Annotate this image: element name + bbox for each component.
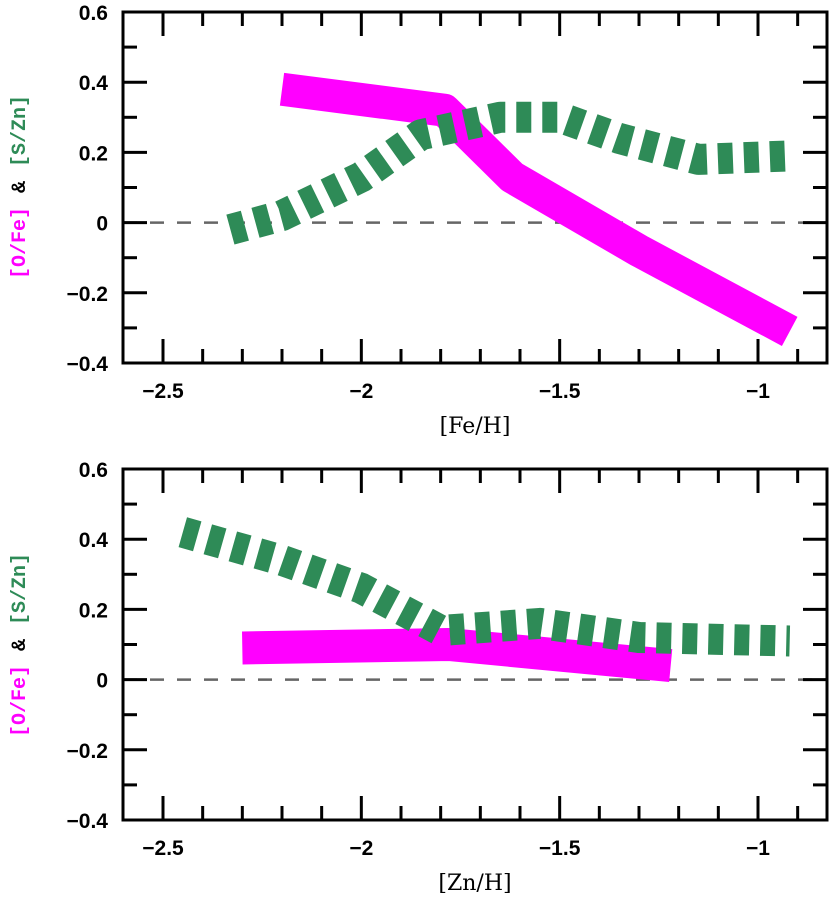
panel-top: −2.5 −2 −1.5 −1 −0.4 −0.2 0 0.2 0.4 0.6 [Fe/H] [O/F… [9, 2, 829, 439]
y-tick-label: −0.2 [67, 740, 108, 763]
x-tick-label: −1 [746, 380, 770, 403]
x-tick-label: −1.5 [539, 837, 581, 860]
y-tick-label: 0.4 [79, 529, 109, 552]
s-zn-band-top [226, 101, 791, 245]
panel-bottom: −2.5 −2 −1.5 −1 −0.4 −0.2 0 0.2 0.4 0.6 [Zn/H] [O/F… [9, 459, 829, 896]
y-tick-label: −0.2 [67, 283, 108, 306]
y-tick-label: −0.4 [67, 810, 109, 833]
y-title-amp: & [9, 639, 32, 651]
y-axis-title: [O/Fe] & [S/Zn] [9, 95, 32, 279]
x-tick-label: −1 [746, 837, 770, 860]
x-axis-title: [Zn/H] [438, 871, 511, 896]
y-tick-label: 0.6 [79, 459, 108, 482]
o-fe-band-top [279, 72, 798, 346]
x-tick-label: −1.5 [539, 380, 581, 403]
y-tick-label: 0.2 [79, 599, 108, 622]
y-title-ofe: [O/Fe] [9, 207, 32, 279]
y-title-szn: [S/Zn] [9, 95, 32, 167]
x-tick-label: −2 [349, 380, 373, 403]
y-tick-label: 0.2 [79, 142, 108, 165]
x-tick-label: −2.5 [142, 380, 184, 403]
x-tick-label: −2.5 [142, 837, 184, 860]
o-fe-band-bottom [242, 628, 673, 683]
y-tick-label: 0.4 [79, 72, 109, 95]
x-tick-label: −2 [349, 837, 373, 860]
y-title-ofe: [O/Fe] [9, 665, 32, 737]
x-axis-title: [Fe/H] [440, 414, 511, 439]
y-title-szn: [S/Zn] [9, 553, 32, 625]
y-title-amp: & [9, 181, 32, 193]
y-tick-label: −0.4 [67, 353, 109, 376]
y-axis-title: [O/Fe] & [S/Zn] [9, 553, 32, 737]
y-tick-label: 0 [96, 670, 108, 693]
y-tick-label: 0 [96, 213, 108, 236]
s-zn-band-bottom [178, 517, 791, 657]
y-tick-label: 0.6 [79, 2, 108, 25]
